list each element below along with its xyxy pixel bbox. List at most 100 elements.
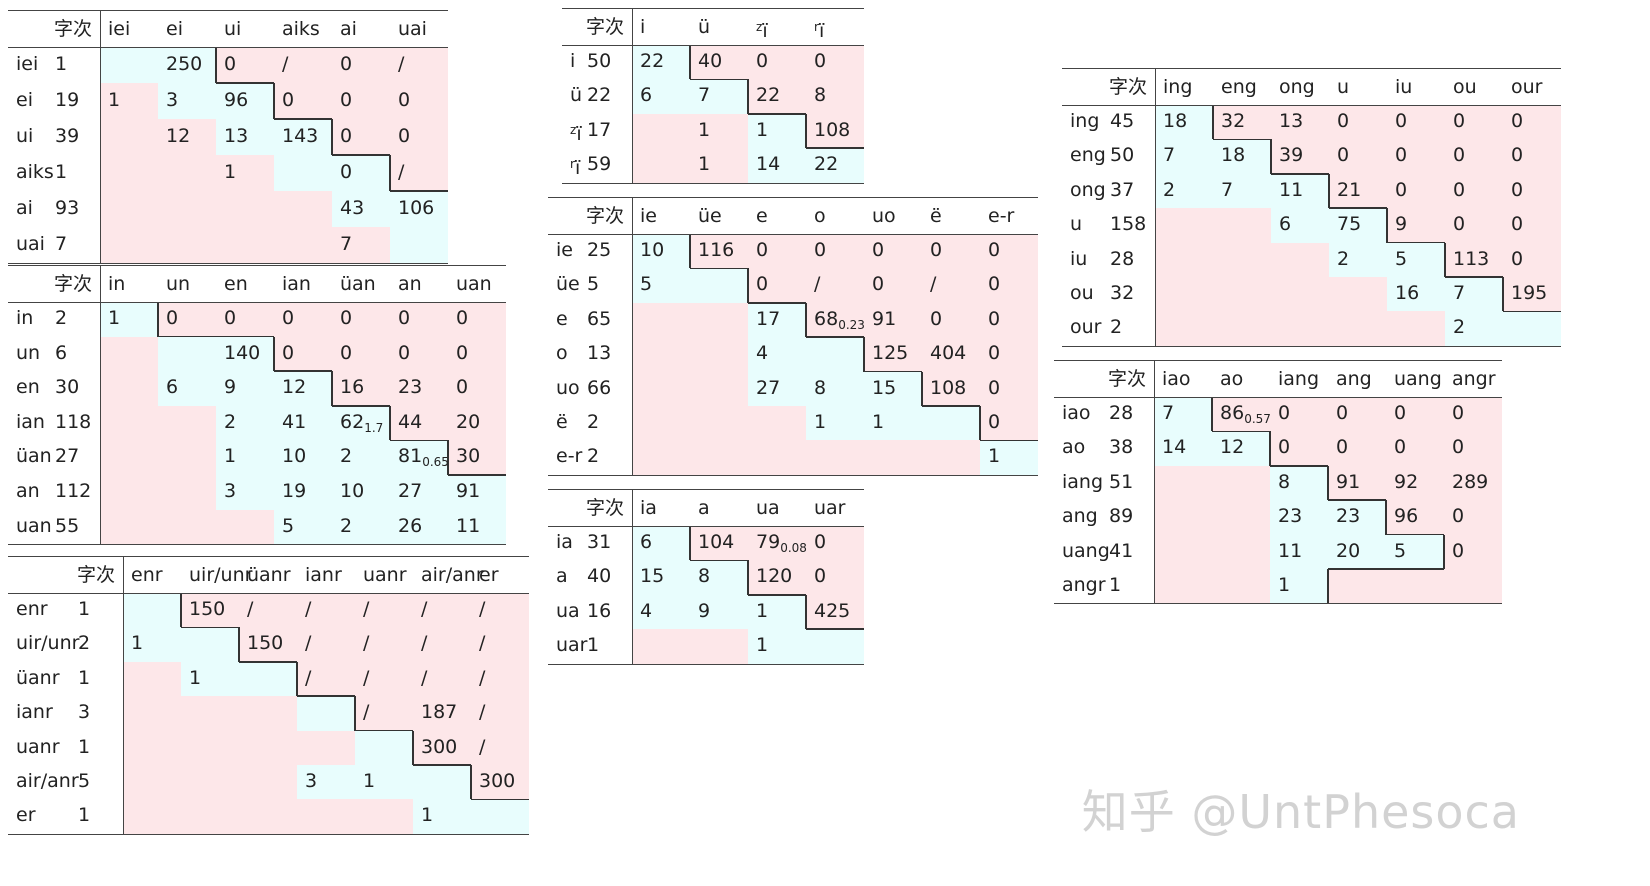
cell-bg	[748, 560, 806, 595]
row-name: rï	[570, 157, 581, 180]
row-name: ë	[556, 411, 568, 433]
cell-value: 96	[224, 89, 249, 111]
cell-value: /	[363, 632, 370, 655]
cell-value: 1	[698, 118, 711, 141]
cell-value: 1	[421, 804, 434, 827]
cell-value: /	[814, 273, 821, 296]
cell-bg	[216, 155, 274, 191]
cell-bg	[332, 191, 390, 227]
stair-v	[1327, 569, 1329, 604]
cell-bg	[239, 799, 297, 834]
row-label-rule	[1054, 361, 1155, 604]
stair-h	[1270, 465, 1328, 467]
cell-value: 680.23	[814, 307, 865, 332]
cell-bg	[1213, 139, 1271, 174]
col-header: ong	[1279, 76, 1315, 98]
col-header: ua	[756, 497, 780, 519]
cell-value: 0	[1452, 402, 1465, 424]
cell-value: 5	[640, 273, 653, 296]
row-count: 37	[1110, 178, 1135, 201]
cell-bg	[332, 155, 390, 191]
cell-bg	[471, 730, 529, 765]
cell-bg	[390, 302, 448, 337]
row-name: e	[556, 307, 568, 330]
cell-value: 27	[756, 376, 781, 399]
row-name: uai	[16, 233, 45, 255]
cell-value: 91	[1336, 470, 1361, 493]
row-count: 32	[1110, 282, 1135, 304]
stair-h	[158, 335, 274, 338]
cell-bg	[632, 79, 690, 114]
row-count: 118	[55, 410, 92, 433]
col-header: aiks	[282, 18, 320, 40]
cell-value: 0	[988, 411, 1001, 433]
cell-value: 10	[640, 239, 665, 261]
cell-value: 8	[814, 376, 827, 399]
cell-bg	[239, 696, 297, 731]
row-name: ing	[1070, 110, 1100, 132]
cell-value: /	[363, 598, 370, 620]
cell-value: 41	[282, 410, 307, 433]
cell-value: 1	[108, 89, 121, 111]
cell-bg	[123, 661, 181, 697]
stair-h	[748, 594, 806, 596]
cell-bg	[1503, 105, 1561, 140]
cell-bg	[274, 83, 332, 119]
row-count: 89	[1109, 505, 1134, 528]
row-name: ua	[556, 599, 580, 622]
cell-value: 8	[1278, 470, 1291, 493]
cell-value: 20	[456, 410, 481, 433]
cell-bg	[216, 83, 274, 119]
row-count: 2	[587, 411, 600, 433]
col-header: ie	[640, 205, 657, 227]
cell-bg	[1329, 173, 1387, 209]
cell-value: 14	[1162, 436, 1187, 459]
row-name: ia	[556, 531, 573, 553]
cell-bg	[748, 526, 806, 561]
cell-bg	[332, 475, 390, 510]
col-header: ian	[282, 273, 311, 295]
cell-bg	[690, 526, 748, 561]
cell-bg	[1503, 311, 1561, 346]
col-header-count: 字次	[586, 16, 625, 38]
row-label-rule	[1062, 69, 1156, 346]
cell-value: 140	[224, 341, 261, 364]
cell-bg	[332, 227, 390, 263]
cell-bg	[1329, 311, 1387, 346]
cell-bg	[158, 83, 216, 119]
col-header-count: 字次	[1108, 368, 1147, 390]
cell-value: 0	[398, 89, 411, 111]
row-count: 1	[78, 735, 91, 758]
cell-bg	[1213, 311, 1271, 346]
cell-bg	[158, 191, 216, 227]
cell-value: 104	[698, 531, 735, 553]
cell-bg	[448, 371, 506, 406]
row-name: uanr	[16, 735, 60, 758]
cell-bg	[806, 79, 864, 114]
cell-value: 3	[305, 770, 318, 792]
cell-value: 0	[340, 307, 353, 329]
cell-bg	[390, 47, 448, 83]
cell-bg	[1328, 465, 1386, 501]
cell-value: 11	[1279, 178, 1304, 201]
row-count: 1	[1109, 574, 1122, 596]
row-count: 55	[55, 514, 80, 537]
cell-bg	[471, 765, 529, 800]
cell-value: 40	[698, 50, 723, 72]
stair-v	[273, 336, 275, 372]
cell-value: 0	[398, 307, 411, 329]
cell-bg	[274, 155, 332, 191]
cell-bg	[922, 371, 980, 406]
stair-v	[1502, 277, 1504, 312]
stair-h	[413, 764, 471, 766]
cell-value: 0	[1453, 110, 1466, 132]
cell-value: 91	[872, 307, 897, 330]
table-header-rule	[562, 9, 864, 46]
cell-value: /	[930, 273, 937, 296]
cell-bg	[239, 627, 297, 662]
cell-bg	[390, 405, 448, 441]
cell-value: 0	[282, 341, 295, 364]
stair-h	[1328, 568, 1444, 570]
row-count: 22	[587, 84, 612, 107]
cell-value: 0	[1337, 144, 1350, 167]
